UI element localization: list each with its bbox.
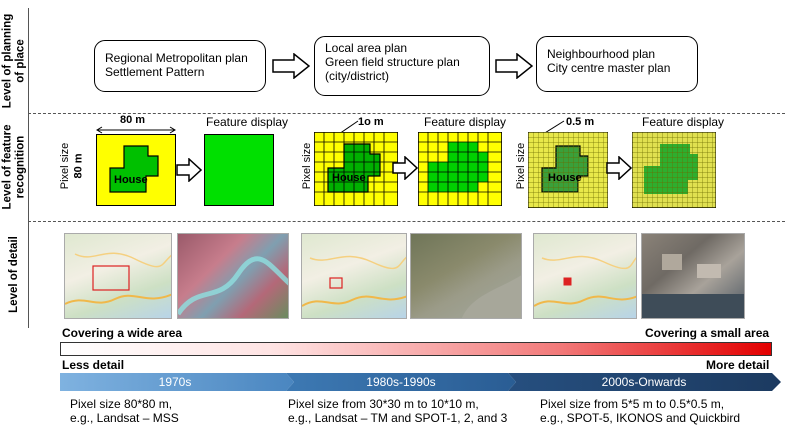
satellite-image-tm [410, 233, 522, 319]
plan-line: Neighbourhood plan [547, 47, 656, 61]
pixel-width-label: 1o m [358, 116, 384, 128]
plan-line: Green field structure plan [325, 55, 460, 69]
pixel-height-label: 80 m [72, 153, 85, 179]
plan-box-neighbourhood: Neighbourhood plan City centre master pl… [536, 36, 698, 92]
divider-planning-feature [28, 113, 785, 114]
plan-line: Settlement Pattern [105, 65, 205, 79]
arrow-right-icon [272, 53, 310, 79]
note-line: e.g., SPOT-5, IKONOS and Quickbird [540, 411, 741, 425]
pixel-width-label: 0.5 m [566, 116, 595, 128]
map-image-regional [64, 233, 172, 319]
note-line: Pixel size from 30*30 m to 10*10 m, [288, 397, 479, 411]
pixel-size-label: Pixel size [301, 142, 314, 190]
plan-line: Regional Metropolitan plan [105, 51, 248, 65]
arrow-right-icon [392, 156, 418, 180]
pixel-width-label: 80 m [120, 114, 146, 126]
plan-box-local: Local area plan Green field structure pl… [314, 36, 490, 96]
note-line: Pixel size from 5*5 m to 0.5*0.5 m, [540, 397, 725, 411]
note-line: e.g., Landsat – TM and SPOT-1, 2, and 3 [288, 411, 508, 425]
house-label: House [114, 174, 148, 186]
feature-display-10m [418, 132, 502, 206]
note-line: e.g., Landsat – MSS [70, 411, 179, 425]
detail-left-label: Less detail [62, 358, 125, 372]
feature-display-05m [632, 132, 716, 208]
pixel-size-label: Pixel size [59, 142, 72, 190]
detail-right-label: More detail [706, 358, 770, 372]
feature-display-80m [204, 134, 274, 206]
pixel-grid-05m [528, 132, 608, 208]
detail-gradient-bar [60, 342, 772, 356]
coverage-left-label: Covering a wide area [62, 326, 183, 340]
timeline-1980s-1990s: 1980s-1990s [366, 375, 436, 389]
feature-display-label: Feature display [424, 115, 507, 129]
arrow-right-icon [606, 156, 632, 180]
feature-display-label: Feature display [642, 115, 725, 129]
pixel-grid-80m [96, 134, 176, 206]
sensor-note-1970s: Pixel size 80*80 m, e.g., Landsat – MSS [70, 397, 179, 425]
timeline-arrows [60, 373, 781, 391]
divider-feature-detail [28, 221, 785, 222]
plan-line: (city/district) [325, 69, 389, 83]
dimension-arrow-icon [96, 126, 176, 134]
label-column-divider [28, 8, 29, 328]
arrow-right-icon [495, 53, 533, 79]
satellite-image-mss [177, 233, 289, 319]
sensor-note-1980s: Pixel size from 30*30 m to 10*10 m, e.g.… [288, 397, 507, 425]
house-label: House [548, 172, 582, 184]
row-label-detail: Level of detail [7, 236, 20, 313]
map-image-local [301, 233, 407, 319]
satellite-image-quickbird [641, 233, 745, 319]
coverage-right-label: Covering a small area [645, 326, 770, 340]
sensor-note-2000s: Pixel size from 5*5 m to 0.5*0.5 m, e.g.… [540, 397, 740, 425]
timeline-1970s: 1970s [158, 375, 192, 389]
map-image-neighbourhood [533, 233, 637, 319]
note-line: Pixel size 80*80 m, [70, 397, 173, 411]
pixel-size-label: Pixel size [515, 142, 528, 190]
feature-display-label: Feature display [206, 115, 289, 129]
house-label: House [332, 172, 366, 184]
plan-box-regional: Regional Metropolitan plan Settlement Pa… [94, 40, 266, 92]
arrow-right-icon [176, 158, 202, 182]
pixel-grid-10m [314, 132, 398, 206]
plan-line: Local area plan [325, 41, 408, 55]
plan-line: City centre master plan [547, 61, 671, 75]
timeline-2000s-onwards: 2000s-Onwards [601, 375, 687, 389]
